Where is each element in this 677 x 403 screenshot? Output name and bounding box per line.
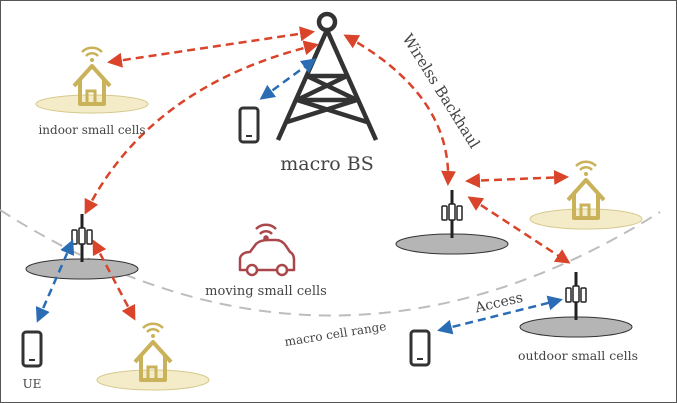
phone-icon-access <box>409 329 431 367</box>
phone-icon-macro <box>238 106 260 144</box>
macro-bs-label: macro BS <box>280 153 374 175</box>
small-cell-icon-center <box>440 188 464 240</box>
small-cell-icon-left <box>70 212 94 264</box>
outdoor-small-cells-label: outdoor small cells <box>518 348 638 363</box>
macro-cell-range-label: macro cell range <box>284 319 388 349</box>
tower-icon <box>275 11 379 141</box>
wireless-backhaul-label: Wirelss Backhaul <box>399 31 484 152</box>
indoor-small-cells-label: indoor small cells <box>38 123 145 137</box>
backhaul-arrows <box>84 26 571 321</box>
phone-icon-ue <box>21 330 43 368</box>
ue-label: UE <box>23 377 42 391</box>
car-icon <box>238 223 296 277</box>
access-arrows <box>35 58 563 335</box>
moving-small-cells-label: moving small cells <box>205 284 327 299</box>
small-cell-icon-right <box>564 270 588 322</box>
